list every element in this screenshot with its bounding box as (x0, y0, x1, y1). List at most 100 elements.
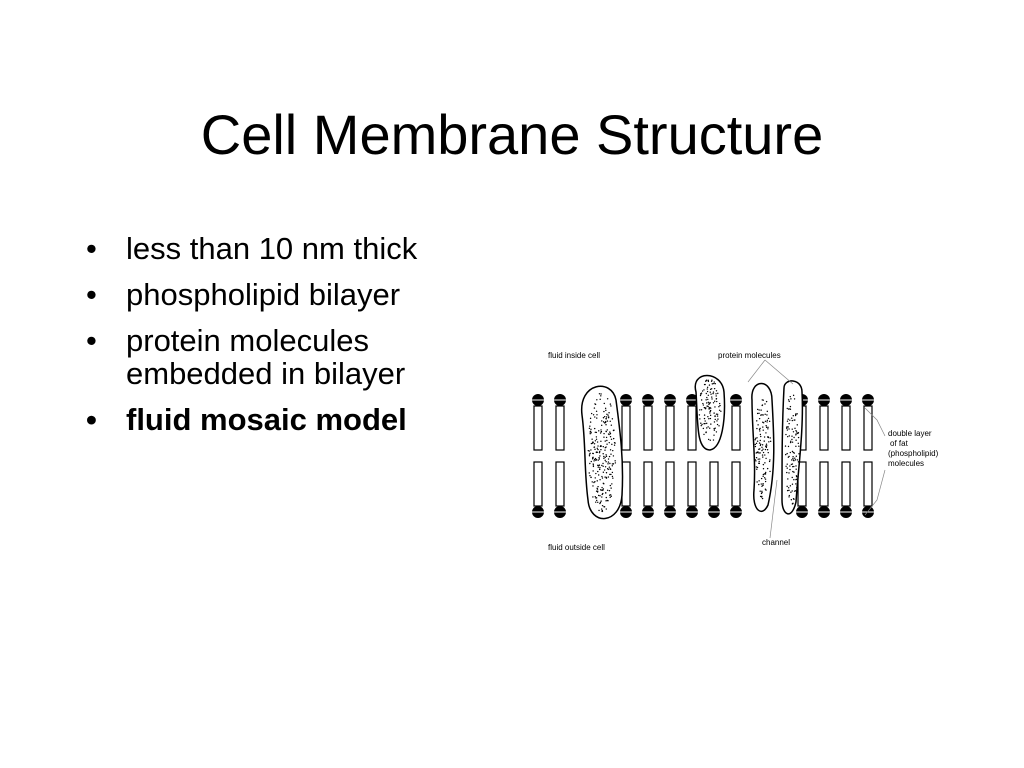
protein-texture-dot (796, 459, 799, 461)
channel-label: channel (762, 538, 790, 547)
protein-texture-dot (607, 468, 609, 471)
protein-texture-dot (592, 465, 595, 468)
protein-texture-dot (707, 426, 709, 428)
protein-texture-dot (762, 451, 765, 454)
protein-texture-dot (761, 485, 763, 488)
protein-texture-dot (594, 477, 596, 479)
protein-texture-dot (790, 398, 792, 400)
protein-texture-dot (786, 467, 788, 469)
protein-texture-dot (597, 501, 599, 503)
protein-texture-dot (595, 410, 598, 412)
protein-molecules-label: protein molecules (718, 351, 781, 360)
protein-texture-dot (793, 471, 795, 473)
protein-texture-dot (603, 457, 605, 460)
phospholipid-tail (555, 405, 565, 451)
protein-texture-dot (595, 501, 597, 503)
protein-texture-dot (756, 412, 759, 415)
protein-texture-dot (791, 435, 793, 437)
protein-texture-dot (718, 409, 721, 411)
protein-texture-dot (712, 402, 715, 404)
protein-texture-dot (758, 448, 760, 451)
protein-texture-dot (599, 489, 602, 491)
protein-texture-dot (596, 399, 598, 401)
protein-texture-dot (605, 436, 608, 439)
protein-texture-dot (796, 485, 798, 487)
protein-texture-dot (793, 419, 795, 421)
protein-texture-dot (706, 388, 708, 390)
protein-texture-dot (795, 414, 797, 416)
protein-texture-dot (765, 425, 767, 427)
protein-texture-dot (598, 509, 600, 512)
protein-texture-dot (595, 431, 598, 434)
protein-texture-dot (600, 444, 602, 447)
phospholipid-tail (841, 461, 851, 507)
protein-texture-dot (786, 489, 789, 492)
protein-texture-dot (611, 475, 614, 478)
protein-texture-dot (762, 475, 764, 478)
protein-texture-dot (592, 485, 594, 487)
protein-texture-dot (605, 409, 607, 412)
protein-texture-dot (765, 400, 768, 403)
protein-texture-dot (603, 506, 605, 508)
protein-texture-dot (760, 477, 763, 480)
double-layer-label: double layer of fat (phospholipid) molec… (888, 429, 941, 468)
protein-texture-dot (611, 418, 614, 420)
protein-texture-dot (762, 429, 764, 431)
protein-texture-dot (791, 438, 793, 441)
protein-texture-dot (601, 504, 604, 507)
protein-texture-dot (763, 473, 765, 475)
phospholipid-tail (643, 461, 653, 507)
protein-texture-dot (602, 421, 605, 423)
protein-texture-dot (593, 458, 596, 461)
protein-texture-dot (764, 480, 767, 483)
protein-texture-dot (756, 466, 759, 469)
protein-texture-dot (598, 452, 601, 454)
protein-texture-dot (603, 402, 605, 405)
protein-texture-dot (588, 453, 591, 455)
protein-texture-dot (716, 415, 719, 417)
protein-texture-dot (789, 405, 792, 408)
protein-texture-dot (714, 415, 716, 417)
protein-texture-dot (788, 455, 790, 458)
protein-texture-dot (712, 391, 715, 393)
protein-texture-dot (612, 429, 615, 432)
protein-texture-dot (761, 490, 763, 493)
protein-texture-dot (762, 456, 764, 458)
protein-texture-dot (710, 407, 712, 409)
protein-texture-dot (785, 433, 787, 436)
protein-texture-dot (791, 450, 794, 453)
protein-texture-dot (791, 483, 794, 485)
protein-texture-dot (595, 436, 598, 438)
protein-texture-dot (791, 503, 794, 505)
protein-texture-dot (792, 497, 795, 500)
protein-texture-dot (786, 429, 789, 431)
protein-texture-dot (603, 415, 606, 418)
protein-texture-dot (710, 380, 713, 382)
protein-texture-dot (754, 459, 756, 461)
protein-texture-dot (611, 471, 614, 474)
protein-texture-dot (791, 441, 794, 443)
protein-texture-dot (595, 472, 597, 475)
protein-texture-dot (756, 420, 758, 422)
protein-texture-dot (598, 458, 601, 460)
protein-texture-dot (763, 477, 766, 479)
protein-texture-dot (766, 449, 769, 451)
bullet-item: protein molecules embedded in bilayer (86, 324, 506, 390)
phospholipid-tail (665, 461, 675, 507)
protein-texture-dot (592, 496, 594, 498)
protein-molecules (581, 374, 804, 520)
protein-texture-dot (605, 508, 607, 510)
protein-texture-dot (587, 449, 589, 452)
phospholipid-tail (863, 405, 873, 451)
protein-texture-dot (606, 398, 609, 400)
protein-texture-dot (706, 396, 708, 399)
protein-texture-dot (791, 419, 794, 422)
protein-texture-dot (760, 483, 762, 485)
protein-texture-dot (606, 439, 608, 442)
protein-texture-dot (611, 443, 613, 446)
protein-texture-dot (601, 464, 603, 467)
protein-texture-dot (596, 414, 598, 416)
protein-texture-dot (761, 404, 763, 407)
label-leader-lines (747, 359, 886, 539)
protein-texture-dot (754, 445, 757, 448)
